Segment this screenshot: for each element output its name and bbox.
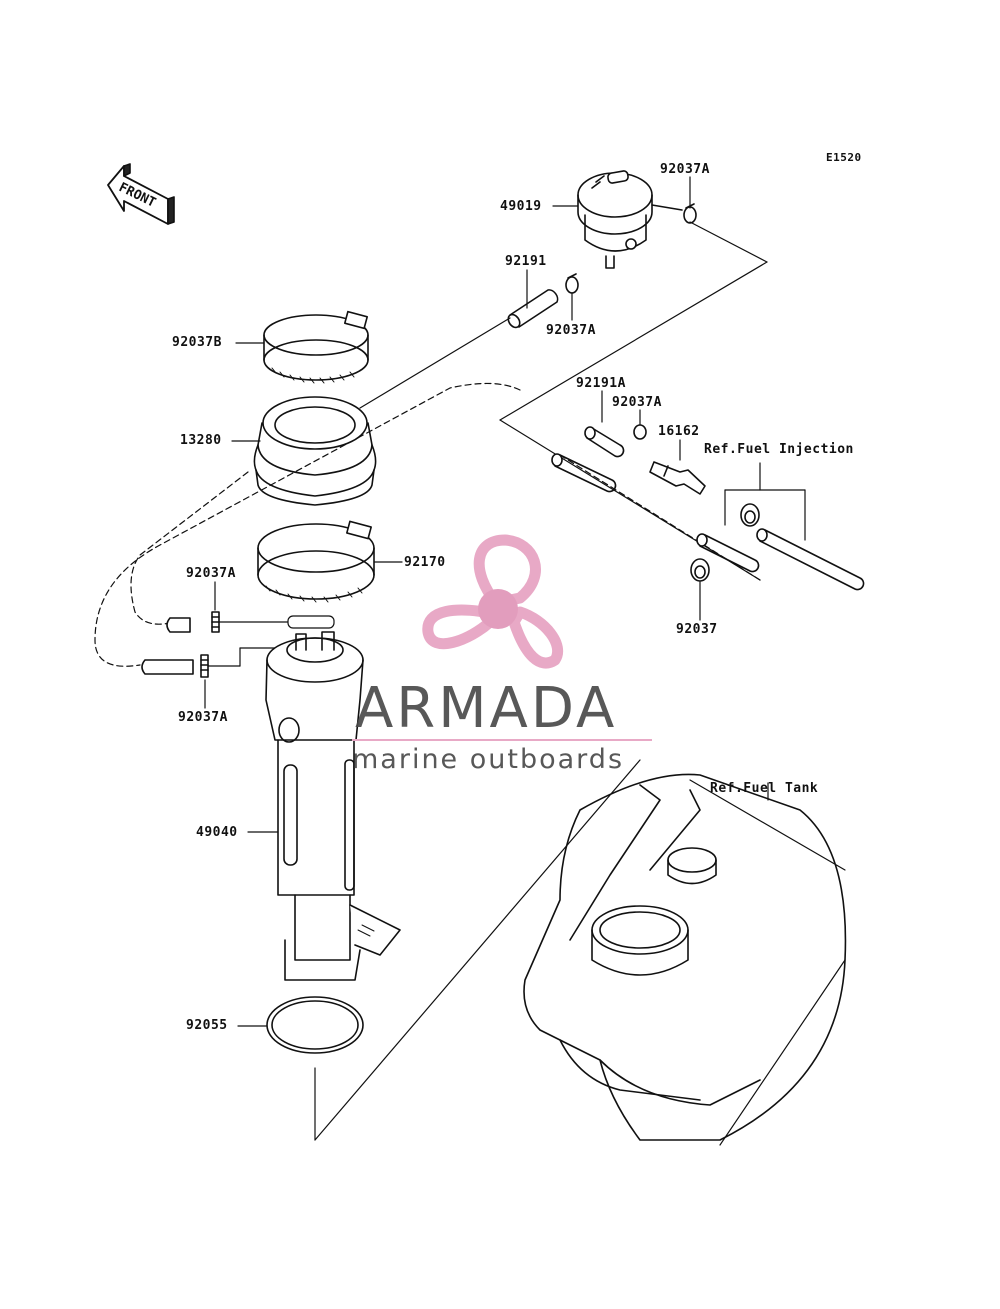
fuel-tank [523,773,847,1141]
part-label-92191[interactable]: 92191 [505,254,547,269]
part-label-92055[interactable]: 92055 [186,1018,228,1033]
clamp-92037A-mid [565,273,579,294]
fuel-tank-leaders [689,779,846,1146]
fitting-16162 [649,461,706,495]
clamp-injection [740,503,760,527]
part-label-92037[interactable]: 92037 [676,622,718,637]
part-label-13280[interactable]: 13280 [180,433,222,448]
part-label-92170[interactable]: 92170 [404,555,446,570]
hose-92191A [584,426,625,458]
fuel-filter-49019 [577,170,683,269]
part-label-92037A-l2[interactable]: 92037A [178,710,228,725]
watermark-rule [352,739,652,741]
part-label-92191A[interactable]: 92191A [576,376,626,391]
o-ring-92055 [266,996,364,1054]
clamp-92037A-l2 [141,654,209,678]
hose-92191 [507,289,559,329]
clamp-92037 [690,558,710,582]
clamp-band-92170 [257,520,375,603]
watermark-title: ARMADA [355,676,618,741]
clamp-92037A-l1 [166,611,220,633]
part-label-16162[interactable]: 16162 [658,424,700,439]
clamp-92037A-r [633,424,647,440]
ref-fuel-injection[interactable]: Ref.Fuel Injection [704,442,854,457]
diagram-code: E1520 [826,151,862,164]
hose-segments-right [551,453,865,591]
bellows-13280 [253,396,377,506]
connector-lines [314,221,768,1141]
part-label-92037B[interactable]: 92037B [172,335,222,350]
part-label-49040[interactable]: 49040 [196,825,238,840]
fuel-pump-49040 [265,631,401,981]
part-label-49019[interactable]: 49019 [500,199,542,214]
watermark-subtitle: marine outboards [352,744,625,775]
front-arrow-icon: FRONT [107,163,175,225]
pump-fittings [207,615,335,667]
propeller-logo [422,534,563,669]
clamp-band-92037B [263,310,369,384]
part-label-92037A-l1[interactable]: 92037A [186,566,236,581]
part-label-92037A-mid[interactable]: 92037A [546,323,596,338]
ref-fuel-tank[interactable]: Ref.Fuel Tank [710,781,819,796]
part-label-92037A-r[interactable]: 92037A [612,395,662,410]
leader-lines [204,176,806,1027]
part-label-92037A-top[interactable]: 92037A [660,162,710,177]
